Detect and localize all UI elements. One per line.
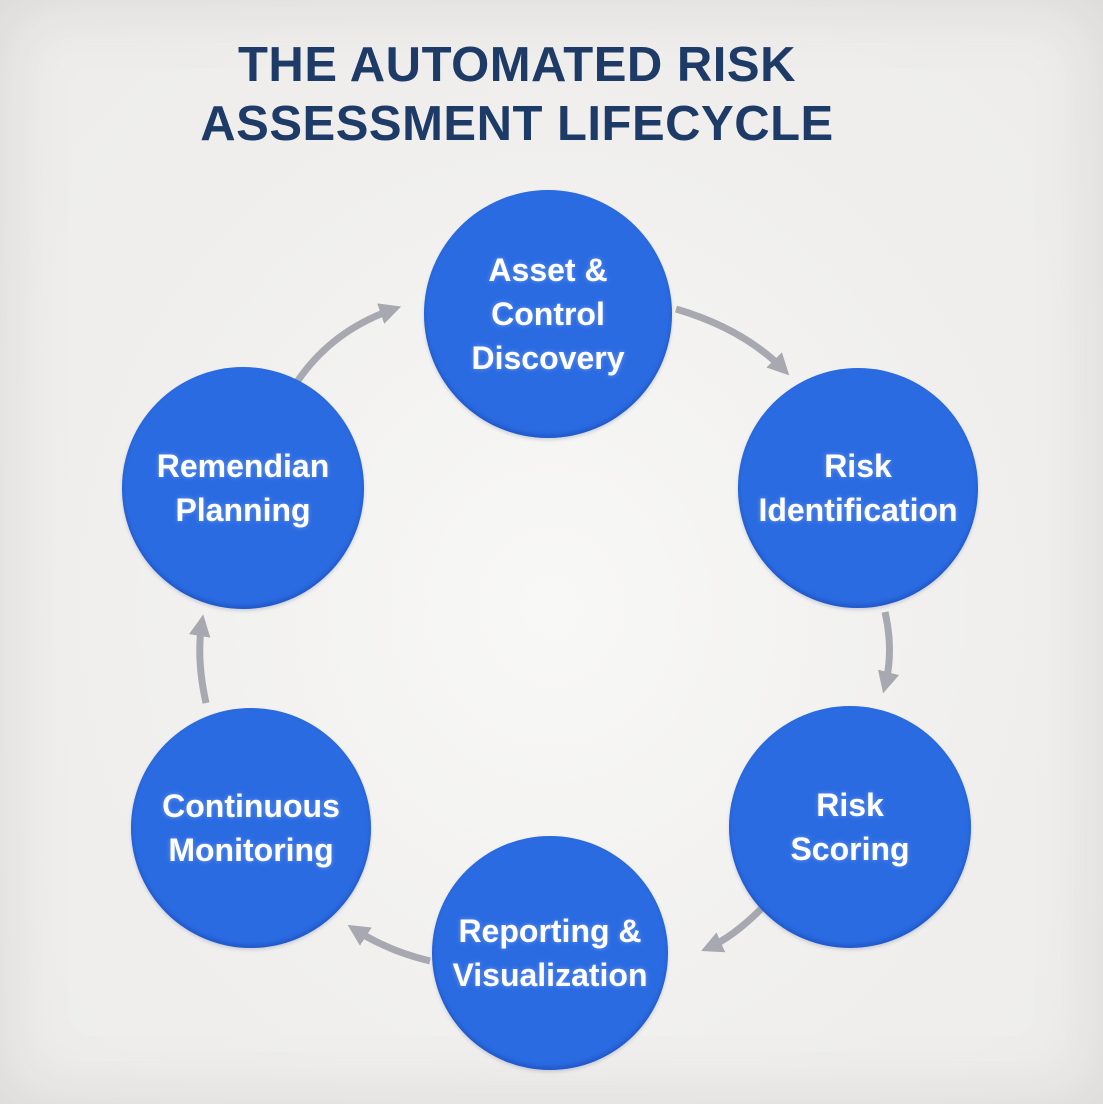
stage-label: Asset & Control Discovery	[471, 251, 625, 377]
stage-asset-control-discovery: Asset & Control Discovery	[424, 190, 672, 438]
arrow-risk-identification-to-risk-scoring-icon	[878, 611, 900, 694]
arrow-reporting-to-monitoring-icon	[347, 924, 431, 965]
arrow-monitoring-to-remendian-icon	[188, 614, 211, 704]
arrow-remendian-to-asset-icon	[292, 303, 402, 387]
stage-label: Risk Identification	[758, 447, 958, 528]
stage-label: Reporting & Visualization	[452, 912, 648, 993]
arrow-risk-scoring-to-reporting-icon	[701, 906, 764, 953]
stage-continuous-monitoring: Continuous Monitoring	[131, 708, 371, 948]
page-title-line2: ASSESSMENT LIFECYCLE	[200, 96, 834, 151]
stage-risk-scoring: Risk Scoring	[729, 706, 971, 948]
stage-risk-identification: Risk Identification	[738, 368, 978, 608]
stage-label: Risk Scoring	[790, 786, 910, 867]
stage-remendian-planning: Remendian Planning	[122, 367, 364, 609]
page-title: THE AUTOMATED RISK ASSESSMENT LIFECYCLE	[0, 36, 1034, 154]
arrow-asset-to-risk-identification-icon	[675, 305, 790, 376]
stage-label: Continuous Monitoring	[162, 787, 340, 868]
stage-reporting-visualization: Reporting & Visualization	[432, 836, 668, 1070]
page-title-line1: THE AUTOMATED RISK	[238, 38, 796, 92]
stage-label: Remendian Planning	[156, 447, 330, 528]
